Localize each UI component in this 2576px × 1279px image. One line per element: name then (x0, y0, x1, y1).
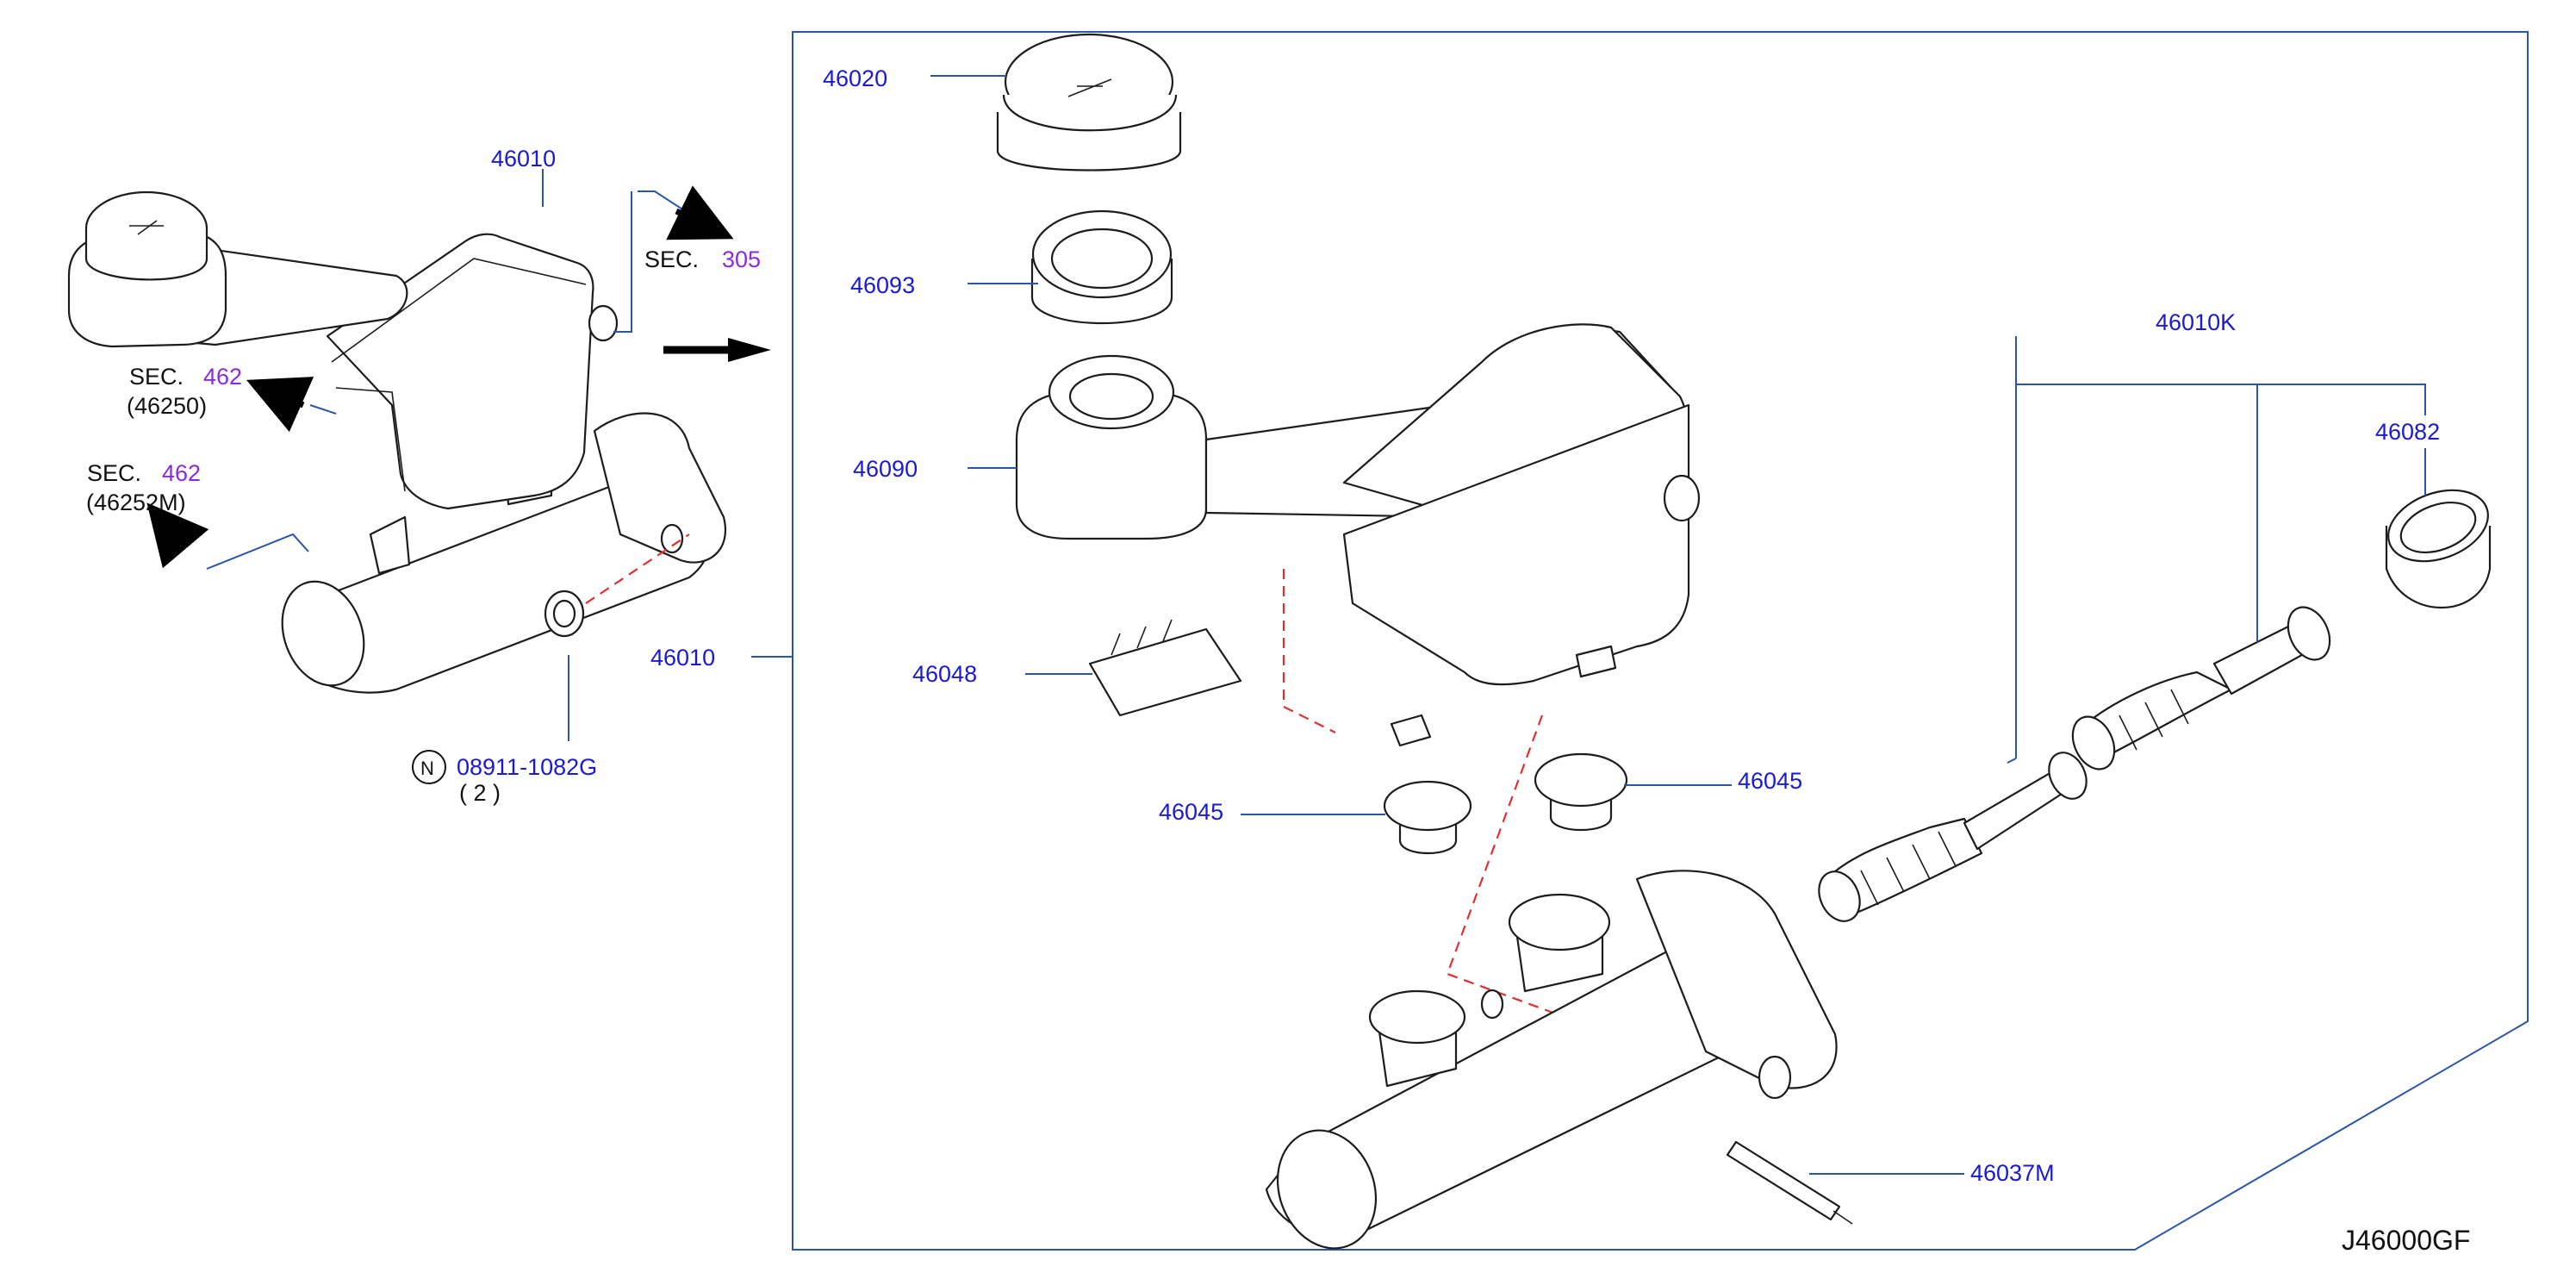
sec-462-a-number[interactable]: 462 (203, 364, 242, 390)
seal-cup-46082 (2385, 489, 2492, 608)
sec-462-a-sub: (46250) (127, 393, 207, 419)
reservoir-cap-46020 (996, 33, 1182, 172)
master-cylinder-assembly (67, 190, 726, 694)
connector-46048 (1088, 619, 1242, 717)
part-number-46082[interactable]: 46082 (2375, 419, 2440, 445)
part-number-08911-1082G[interactable]: 08911-1082G (457, 754, 597, 780)
part-number-46010K[interactable]: 46010K (2156, 309, 2236, 335)
part-number-46045-right[interactable]: 46045 (1738, 768, 1802, 794)
nut-n-circle-icon (412, 750, 446, 784)
exploded-view-frame (792, 31, 2529, 1251)
piston-kit-46010K (1818, 606, 2331, 922)
part-number-46045-left[interactable]: 46045 (1159, 799, 1223, 825)
pin-46037M (1726, 1140, 1853, 1225)
sec-462-b-prefix: SEC. (87, 460, 141, 486)
strainer-46093 (1030, 209, 1173, 325)
sec-462-b-number[interactable]: 462 (162, 460, 201, 486)
part-number-46020[interactable]: 46020 (823, 66, 887, 91)
part-number-46010-top[interactable]: 46010 (491, 146, 556, 172)
sec-305-number[interactable]: 305 (722, 246, 761, 272)
nut-08911 (544, 590, 585, 638)
part-number-46093[interactable]: 46093 (850, 272, 915, 298)
grommet-46045-left (1383, 780, 1472, 854)
sec-462-b-sub: (46252M) (86, 490, 186, 515)
nut-n-symbol: N (420, 758, 434, 779)
nut-quantity: ( 2 ) (459, 780, 501, 806)
grommet-46045-right (1534, 752, 1628, 831)
part-number-46048[interactable]: 46048 (912, 661, 977, 687)
cylinder-body (1265, 870, 1838, 1250)
sec-462-a-prefix: SEC. (129, 364, 184, 390)
sec-305-prefix: SEC. (644, 246, 699, 272)
reservoir-46090 (1015, 323, 1701, 747)
part-number-46090[interactable]: 46090 (853, 456, 918, 482)
diagram-code: J46000GF (2342, 1225, 2470, 1256)
part-number-46037M[interactable]: 46037M (1970, 1160, 2055, 1186)
part-number-46010-side[interactable]: 46010 (650, 645, 715, 671)
